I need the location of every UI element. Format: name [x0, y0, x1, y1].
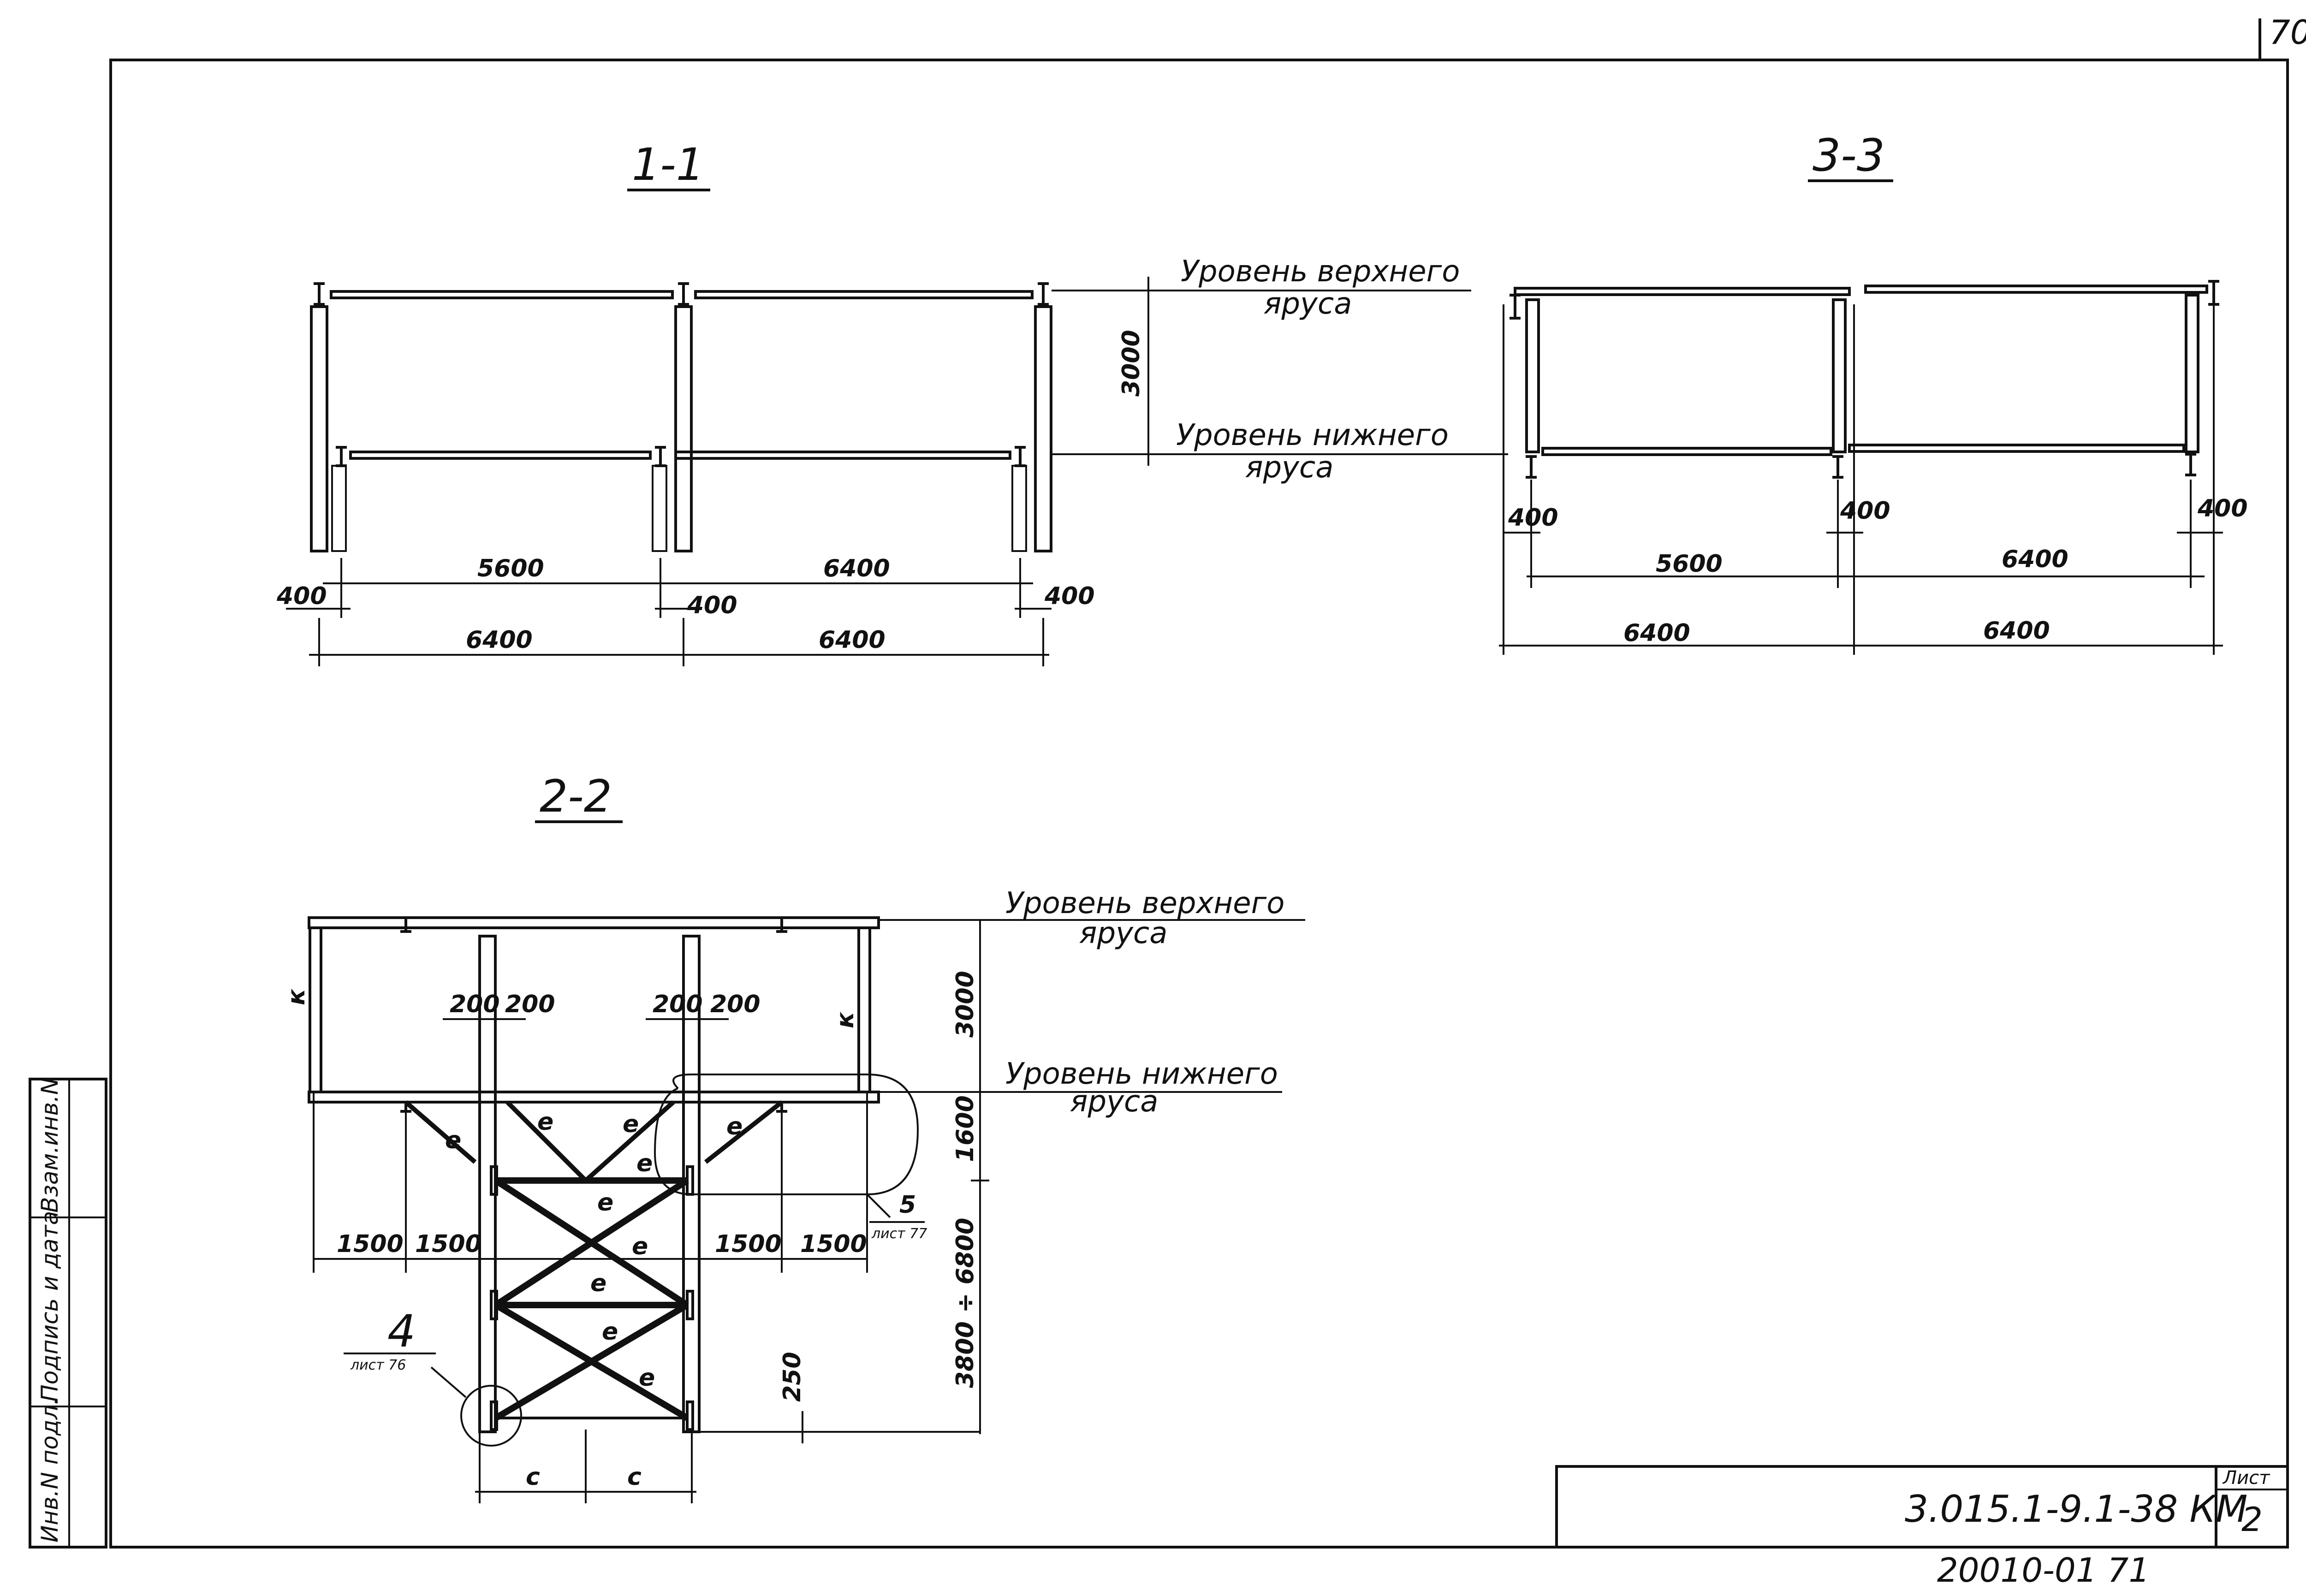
gap-left-2: 200 — [505, 991, 555, 1018]
dim-250: 250 — [779, 1352, 806, 1402]
column — [674, 305, 693, 552]
section-1-1-offset-left: 400 — [276, 582, 327, 610]
beam-top — [694, 290, 1034, 299]
stamp-inv-number: Инв.N подл. — [36, 1398, 63, 1543]
stamp-replace-inv: Взам.инв.N — [36, 1078, 63, 1213]
section-2-2-title: 2-2 — [540, 771, 612, 822]
mark-e: е — [537, 1108, 553, 1136]
section-3-3-span-inner-2: 6400 — [2002, 546, 2068, 573]
callout-5-outline — [654, 1074, 919, 1195]
section-2-2-level-top-2: яруса — [1079, 916, 1167, 950]
section-2-2-height-top: 3000 — [951, 971, 979, 1038]
mark-e: е — [590, 1270, 606, 1297]
section-3-3-span-inner-1: 5600 — [1656, 550, 1723, 578]
mark-e: е — [623, 1110, 639, 1138]
section-3-3-offset-left: 400 — [1508, 504, 1558, 532]
span-l1: 1500 — [337, 1230, 404, 1258]
section-1-1-span-total-1: 6400 — [466, 626, 533, 654]
column — [310, 305, 328, 552]
span-r1: 1500 — [715, 1230, 782, 1258]
callout-4-circle — [460, 1385, 522, 1447]
span-l2: 1500 — [415, 1230, 482, 1258]
section-1-1: 1-1 Уровень верхнего яруса Уровень нижн — [276, 139, 1508, 666]
callout-5-number: 5 — [899, 1191, 916, 1219]
section-2-2: 2-2 к к Уровень верхнего яруса Уровень н… — [283, 771, 1305, 1503]
gap-left-1: 200 — [450, 991, 500, 1018]
sheet-number: 2 — [2241, 1500, 2263, 1539]
doc-code: 3.015.1-9.1-38 КМ — [1905, 1488, 2247, 1531]
title-block: 3.015.1-9.1-38 КМ Лист 2 20010-01 71 — [1555, 1465, 2289, 1590]
section-2-2-level-bottom: Уровень нижнего — [1005, 1057, 1278, 1091]
column — [1034, 305, 1052, 552]
beam-top — [330, 290, 674, 299]
callout-4-sheet: лист 76 — [350, 1357, 406, 1373]
section-1-1-level-bottom-2: яруса — [1245, 451, 1333, 485]
mark-e: е — [602, 1318, 618, 1346]
mark-e: е — [632, 1233, 648, 1260]
callout-5-sheet: лист 77 — [871, 1226, 927, 1242]
beam-bottom — [674, 451, 1011, 460]
section-1-1-span-inner-2: 6400 — [823, 555, 890, 582]
mark-k-right: к — [832, 1011, 859, 1028]
section-3-3-span-total-1: 6400 — [1623, 619, 1690, 647]
section-1-1-height: 3000 — [1117, 330, 1145, 397]
gap-right-1: 200 — [653, 991, 703, 1018]
col-c2: c — [627, 1463, 642, 1491]
mark-e: е — [639, 1364, 655, 1392]
gap-right-2: 200 — [710, 991, 761, 1018]
mark-e: е — [445, 1127, 461, 1154]
archive-number: 20010-01 71 — [1937, 1551, 2150, 1590]
section-3-3-title: 3-3 — [1813, 130, 1885, 181]
section-1-1-title: 1-1 — [632, 139, 704, 190]
section-2-2-level-top: Уровень верхнего — [1005, 886, 1284, 920]
section-1-1-span-inner-1: 5600 — [477, 555, 544, 582]
span-r2: 1500 — [800, 1230, 867, 1258]
sheet-label: Лист — [2222, 1467, 2270, 1489]
stamp-signature-date: Подпись и дата — [36, 1211, 63, 1402]
section-1-1-level-bottom: Уровень нижнего — [1176, 418, 1449, 452]
section-1-1-offset-right: 400 — [1044, 582, 1095, 610]
page-number: 70 — [2269, 13, 2306, 52]
section-1-1-offset-mid: 400 — [687, 592, 737, 619]
beam-bottom — [349, 451, 652, 460]
mark-k-left: к — [283, 988, 310, 1005]
mark-e: е — [597, 1189, 613, 1216]
section-2-2-height-bottom: 3800 ÷ 6800 — [951, 1218, 979, 1388]
col-c1: c — [526, 1463, 540, 1491]
section-2-2-level-bottom-2: яруса — [1070, 1085, 1158, 1119]
section-3-3: 3-3 400 400 400 5600 6400 — [1499, 130, 2248, 655]
section-3-3-offset-mid: 400 — [1840, 497, 1890, 525]
section-3-3-offset-right: 400 — [2197, 495, 2248, 522]
sheet-frame — [109, 18, 2289, 1549]
side-stamp: Инв.N подл. Подпись и дата Взам.инв.N — [29, 1078, 107, 1549]
section-2-2-height-mid: 1600 — [951, 1095, 979, 1162]
mark-e: е — [636, 1150, 653, 1177]
section-1-1-span-total-2: 6400 — [819, 626, 886, 654]
section-1-1-level-top-2: яруса — [1264, 287, 1352, 321]
section-1-1-level-top: Уровень верхнего — [1181, 255, 1460, 289]
section-3-3-span-total-2: 6400 — [1983, 617, 2050, 645]
callout-4-number: 4 — [387, 1305, 416, 1357]
mark-e: е — [726, 1113, 743, 1140]
